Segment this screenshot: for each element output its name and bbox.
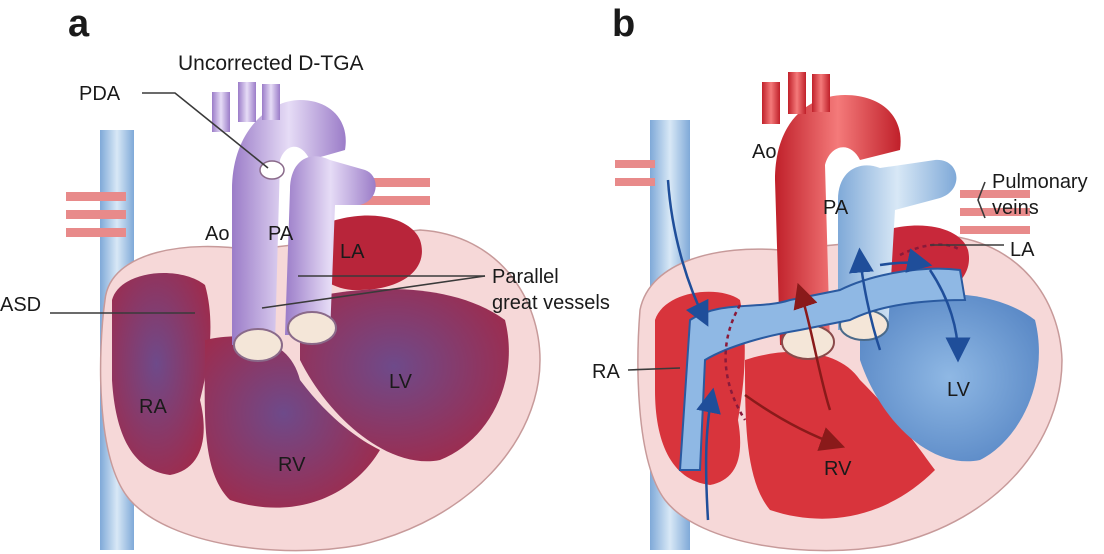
- panel-a-left-atrium: [308, 215, 422, 291]
- panel-b-flow-arrow-ivc: [696, 387, 721, 521]
- panel-a-pulmonary-stripes: [66, 178, 430, 237]
- panel-b-flow-arrow-ra-rv: [744, 393, 846, 451]
- panel-b-label-ao: Ao: [752, 141, 776, 163]
- panel-b-letter: b: [612, 3, 635, 45]
- panel-b-label-pa: PA: [823, 197, 849, 219]
- panel-a-arch-branch-1: [212, 92, 230, 132]
- panel-b-leader-ra: [627, 367, 681, 371]
- panel-a-title: Uncorrected D-TGA: [178, 52, 364, 75]
- panel-b-left-ventricle: [860, 293, 1039, 462]
- panel-a: [66, 82, 541, 552]
- panel-a-right-atrium: [112, 273, 211, 475]
- panel-a-letter: a: [68, 3, 90, 45]
- panel-b-flow-arrow-pv: [879, 248, 933, 273]
- panel-a-label-lv: LV: [389, 371, 413, 393]
- panel-a-pa-orifice: [287, 311, 337, 345]
- panel-b-label-pulmonary-2: veins: [992, 197, 1039, 219]
- panel-a-left-ventricle: [300, 288, 509, 462]
- panel-a-label-pa: PA: [268, 223, 294, 245]
- panel-b-flow-arrow-svc: [666, 179, 709, 327]
- panel-b-arch-branch-3: [812, 74, 830, 112]
- panel-b-label-ra: RA: [592, 361, 620, 383]
- panel-a-label-ra: RA: [139, 396, 167, 418]
- panel-a-leader-pda: [142, 92, 269, 169]
- panel-b-atrial-baffle: [678, 267, 967, 471]
- panel-b-label-pulmonary-1: Pulmonary: [992, 171, 1088, 193]
- panel-b-leader-pulmonary: [977, 181, 986, 219]
- panel-a-label-ao: Ao: [205, 223, 229, 245]
- panel-b-label-lv: LV: [947, 379, 971, 401]
- panel-b-flow-arrow-lv-pa: [848, 247, 882, 351]
- panel-a-leader-parallel-2: [261, 275, 486, 309]
- panel-b-septum-dashes-1: [724, 304, 747, 421]
- panel-a-label-parallel-1: Parallel: [492, 266, 559, 288]
- panel-b-pulmonary-stripes: [615, 160, 1030, 234]
- panel-a-right-ventricle: [204, 336, 380, 508]
- panel-b: [615, 72, 1063, 552]
- panel-b-flow-arrow-la-lv: [928, 269, 971, 363]
- panel-b-arch-branch-2: [788, 72, 806, 114]
- panel-b-aorta: [775, 95, 901, 345]
- panel-b-label-rv: RV: [824, 458, 852, 480]
- panel-a-arch-branch-3: [262, 84, 280, 120]
- panel-a-arch-branch-2: [238, 82, 256, 122]
- panel-a-label-pda: PDA: [79, 83, 121, 105]
- panel-a-label-rv: RV: [278, 454, 306, 476]
- panel-a-label-la: LA: [340, 241, 365, 263]
- panel-b-flow-arrow-rv-ao: [793, 282, 832, 411]
- panel-a-label-parallel-2: great vessels: [492, 292, 610, 314]
- panel-a-pulmonary-artery: [285, 156, 376, 335]
- panel-b-label-la: LA: [1010, 239, 1035, 261]
- panel-a-label-asd: ASD: [0, 294, 41, 316]
- panel-a-aorta-orifice: [233, 328, 283, 362]
- panel-b-arch-branch-1: [762, 82, 780, 124]
